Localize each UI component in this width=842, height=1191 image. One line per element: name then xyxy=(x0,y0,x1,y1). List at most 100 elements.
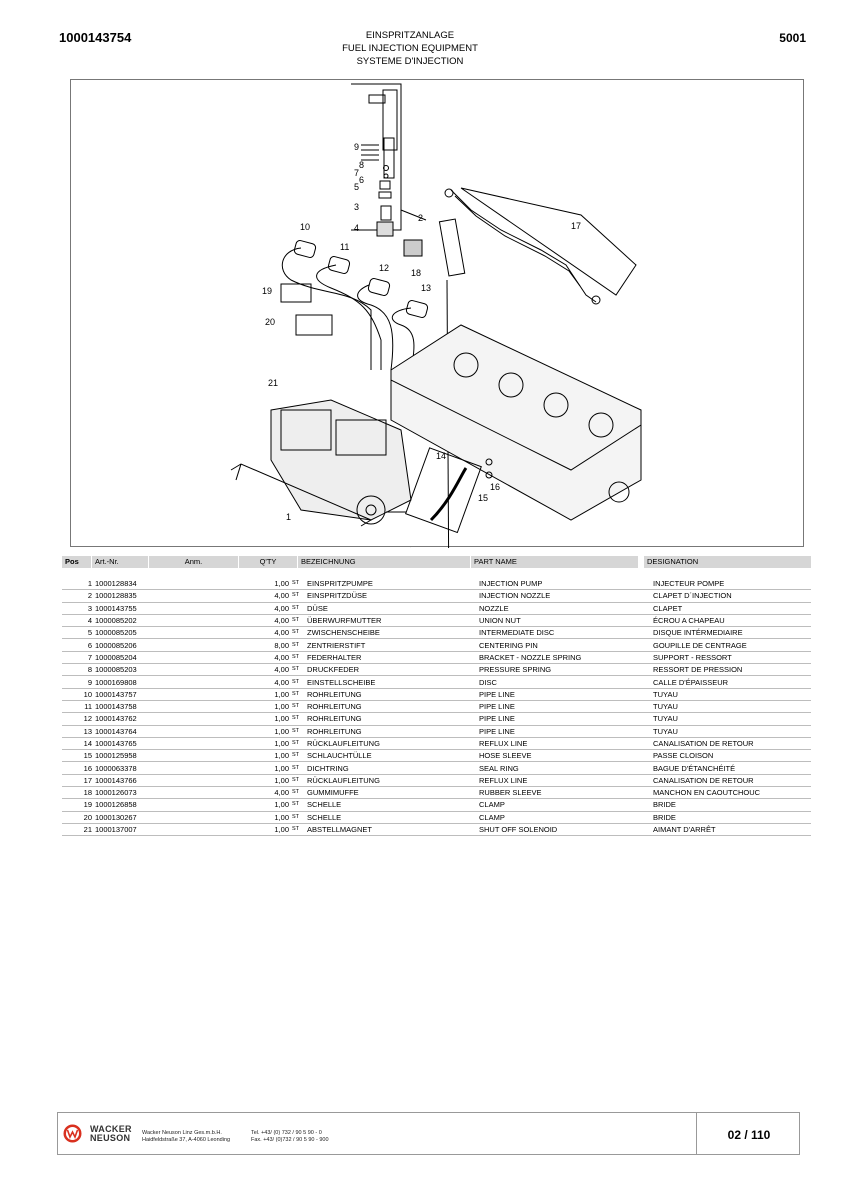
row-unit: ST xyxy=(292,712,307,726)
callout-2: 2 xyxy=(418,213,423,223)
row-quantity: 1,00 xyxy=(241,823,292,837)
row-bezeichnung: FEDERHALTER xyxy=(307,651,479,665)
row-pos: 2 xyxy=(62,589,95,603)
row-article-number: 1000063378 xyxy=(95,761,241,775)
row-article-number: 1000143765 xyxy=(95,737,241,751)
row-pos: 13 xyxy=(62,725,95,738)
row-designation: TUYAU xyxy=(653,712,811,726)
row-pos: 12 xyxy=(62,712,95,726)
row-bezeichnung: ROHRLEITUNG xyxy=(307,688,479,701)
row-pos: 11 xyxy=(62,700,95,714)
company-name: Wacker Neuson Linz Ges.m.b.H. xyxy=(142,1130,222,1136)
page-footer: WACKER NEUSON Wacker Neuson Linz Ges.m.b… xyxy=(57,1112,800,1155)
callout-21: 21 xyxy=(268,378,278,388)
row-pos: 6 xyxy=(62,638,95,652)
row-unit: ST xyxy=(292,786,307,800)
row-quantity: 1,00 xyxy=(241,578,292,591)
callout-6: 6 xyxy=(359,175,364,185)
row-designation: RESSORT DE PRESSION xyxy=(653,663,811,677)
row-bezeichnung: RÜCKLAUFLEITUNG xyxy=(307,774,479,788)
row-pos: 3 xyxy=(62,602,95,615)
row-unit: ST xyxy=(292,651,307,665)
row-bezeichnung: ROHRLEITUNG xyxy=(307,700,479,714)
row-unit: ST xyxy=(292,626,307,640)
callout-19: 19 xyxy=(262,286,272,296)
row-designation: CALLE D'ÉPAISSEUR xyxy=(653,675,811,689)
row-quantity: 4,00 xyxy=(241,602,292,615)
callout-13: 13 xyxy=(421,283,431,293)
row-pos: 4 xyxy=(62,614,95,628)
logo-line-1: WACKER xyxy=(90,1124,132,1134)
company-contact: Tel. +43/ (0) 732 / 90 5 90 - 0 Fax. +43… xyxy=(251,1130,329,1144)
header-remark: Anm. xyxy=(149,556,238,568)
row-article-number: 1000126073 xyxy=(95,786,241,800)
row-quantity: 1,00 xyxy=(241,749,292,763)
row-unit: ST xyxy=(292,725,307,738)
callout-1: 1 xyxy=(286,512,291,522)
row-designation: CANALISATION DE RETOUR xyxy=(653,774,811,788)
row-quantity: 4,00 xyxy=(241,663,292,677)
row-unit: ST xyxy=(292,761,307,775)
row-part-name: INJECTION PUMP xyxy=(479,578,653,591)
row-bezeichnung: ZENTRIERSTIFT xyxy=(307,638,479,652)
row-bezeichnung: DÜSE xyxy=(307,602,479,615)
row-designation: CLAPET xyxy=(653,602,811,615)
header-article-number: Art.-Nr. xyxy=(92,556,148,568)
page-title: EINSPRITZANLAGE FUEL INJECTION EQUIPMENT… xyxy=(260,29,560,68)
row-unit: ST xyxy=(292,614,307,628)
row-quantity: 1,00 xyxy=(241,700,292,714)
row-pos: 9 xyxy=(62,675,95,689)
row-article-number: 1000085206 xyxy=(95,638,241,652)
row-bezeichnung: EINSTELLSCHEIBE xyxy=(307,675,479,689)
row-designation: ÉCROU A CHAPEAU xyxy=(653,614,811,628)
logo-wordmark: WACKER NEUSON xyxy=(90,1125,132,1143)
row-pos: 15 xyxy=(62,749,95,763)
row-bezeichnung: ÜBERWURFMUTTER xyxy=(307,614,479,628)
row-quantity: 1,00 xyxy=(241,774,292,788)
row-part-name: RUBBER SLEEVE xyxy=(479,786,653,800)
row-quantity: 1,00 xyxy=(241,712,292,726)
row-part-name: BRACKET - NOZZLE SPRING xyxy=(479,651,653,665)
row-designation: CLAPET D´INJECTION xyxy=(653,589,811,603)
row-article-number: 1000143766 xyxy=(95,774,241,788)
callout-4: 4 xyxy=(354,223,359,233)
row-unit: ST xyxy=(292,688,307,701)
row-unit: ST xyxy=(292,589,307,603)
row-bezeichnung: EINSPRITZPUMPE xyxy=(307,578,479,591)
row-designation: INJECTEUR POMPE xyxy=(653,578,811,591)
row-bezeichnung: GUMMIMUFFE xyxy=(307,786,479,800)
row-quantity: 4,00 xyxy=(241,626,292,640)
callout-5: 5 xyxy=(354,182,359,192)
parts-table-header: Pos Art.-Nr. Anm. Q'TY BEZEICHNUNG PART … xyxy=(62,556,811,568)
callout-12: 12 xyxy=(379,263,389,273)
row-bezeichnung: ROHRLEITUNG xyxy=(307,712,479,726)
row-part-name: SHUT OFF SOLENOID xyxy=(479,823,653,837)
row-designation: TUYAU xyxy=(653,688,811,701)
row-unit: ST xyxy=(292,675,307,689)
callout-9: 9 xyxy=(354,142,359,152)
callout-17: 17 xyxy=(571,221,581,231)
row-unit: ST xyxy=(292,737,307,751)
row-pos: 14 xyxy=(62,737,95,751)
row-designation: BRIDE xyxy=(653,798,811,812)
row-part-name: NOZZLE xyxy=(479,602,653,615)
row-pos: 17 xyxy=(62,774,95,788)
row-part-name: SEAL RING xyxy=(479,761,653,775)
footer-divider xyxy=(696,1113,697,1154)
row-part-name: CENTERING PIN xyxy=(479,638,653,652)
row-part-name: REFLUX LINE xyxy=(479,774,653,788)
row-part-name: PIPE LINE xyxy=(479,712,653,726)
row-part-name: PIPE LINE xyxy=(479,688,653,701)
row-article-number: 1000128835 xyxy=(95,589,241,603)
row-article-number: 1000143755 xyxy=(95,602,241,615)
row-quantity: 1,00 xyxy=(241,688,292,701)
